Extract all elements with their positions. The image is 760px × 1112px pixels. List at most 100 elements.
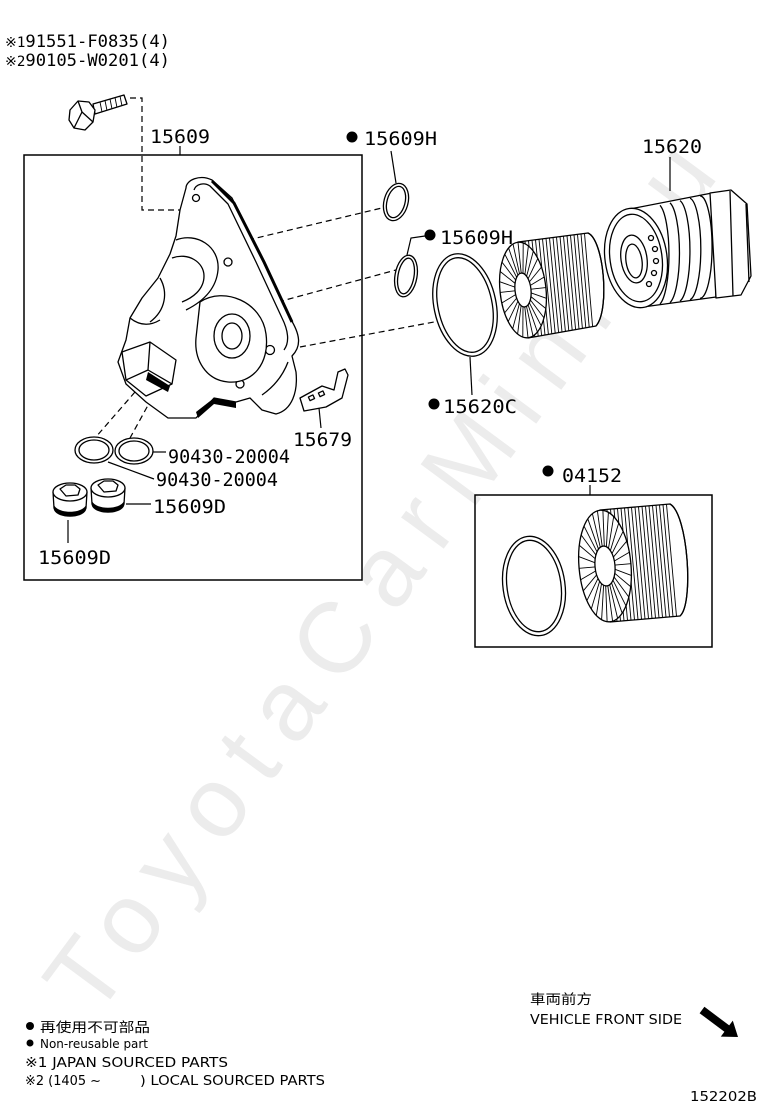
gasket-a-leader bbox=[107, 461, 155, 480]
pleat-edge-line bbox=[504, 297, 517, 314]
pleat-line bbox=[566, 235, 577, 330]
oring-lower-part-number: 15609H bbox=[440, 227, 513, 249]
gasket-a-part-number: 90430-20004 bbox=[156, 469, 278, 491]
oring-lower-drawing bbox=[393, 254, 419, 298]
assembly-line-gasket-b bbox=[129, 397, 153, 439]
filter-cap-part-number: 15620 bbox=[642, 136, 702, 158]
pleat-edge-line bbox=[595, 583, 602, 616]
pleat-edge-line bbox=[580, 534, 597, 556]
clip-leader bbox=[318, 407, 322, 429]
pleat-edge-line bbox=[501, 261, 517, 281]
pleat-edge-line bbox=[530, 296, 547, 309]
assembly-line-upper bbox=[247, 206, 387, 241]
pleat-edge-line bbox=[530, 276, 545, 286]
assembly-line-gasket-a bbox=[94, 391, 136, 439]
pleat-line bbox=[556, 237, 566, 332]
clip-drawing bbox=[299, 368, 349, 412]
pleat-line bbox=[655, 505, 667, 618]
pleat-edge-line bbox=[499, 271, 516, 284]
pleat-edge-line bbox=[582, 574, 597, 592]
pleat-line bbox=[645, 506, 656, 619]
pleat-edge-line bbox=[526, 306, 534, 337]
pleat-line bbox=[552, 237, 563, 333]
pleat-edge-line bbox=[580, 570, 596, 581]
pleat-line bbox=[641, 506, 653, 619]
pleat-edge-line bbox=[583, 525, 598, 553]
pleat-edge-line bbox=[529, 299, 545, 319]
pleat-edge-line bbox=[499, 281, 515, 288]
pleat-edge-line bbox=[605, 512, 609, 547]
pleat-edge-line bbox=[607, 585, 614, 622]
legend-bullet bbox=[26, 1039, 34, 1047]
clip-part-number: 15679 bbox=[293, 429, 352, 451]
bolt-assembly-path bbox=[130, 97, 188, 211]
pleat-edge-line bbox=[601, 585, 605, 620]
element-kit-frame bbox=[474, 494, 713, 648]
callout-part-number: 91551-F0835(4) bbox=[25, 32, 170, 52]
gasket-b-part-number: 90430-20004 bbox=[168, 446, 290, 468]
non-reusable-bullet bbox=[424, 229, 436, 241]
pleat-line bbox=[577, 234, 587, 328]
figure-code: 152202B bbox=[690, 1089, 757, 1105]
pleat-edge-line bbox=[579, 545, 596, 560]
legend-note-2-start: ※2 (1405 ~ bbox=[25, 1073, 101, 1089]
oil-filter-bracket-drawing bbox=[117, 176, 300, 419]
legend-non-reusable-en: Non-reusable part bbox=[40, 1037, 148, 1051]
pleat-edge-line bbox=[527, 258, 539, 279]
legend-non-reusable-jp: 再使用不可部品 bbox=[40, 1019, 150, 1036]
pleat-edge-line bbox=[517, 305, 522, 335]
pleat-edge-line bbox=[507, 301, 519, 322]
plug-b-part-number: 15609D bbox=[153, 496, 226, 518]
pleat-edge-line bbox=[512, 303, 520, 329]
non-reusable-bullet bbox=[428, 398, 440, 410]
oring-lower-leader bbox=[406, 235, 426, 256]
pleat-edge-line bbox=[614, 563, 631, 566]
pleat-line bbox=[559, 236, 570, 331]
pleat-edge-line bbox=[602, 510, 605, 547]
pleat-edge-line bbox=[614, 572, 631, 587]
pleat-edge-line bbox=[528, 302, 542, 327]
filter-cap-drawing bbox=[603, 189, 752, 309]
pleat-line bbox=[634, 506, 646, 620]
pleat-edge-line bbox=[605, 585, 608, 622]
pleat-line bbox=[573, 234, 583, 329]
filter-element-drawing bbox=[498, 232, 605, 339]
oring-upper-leader bbox=[390, 150, 397, 184]
plug-b-drawing bbox=[90, 478, 126, 513]
pleat-line bbox=[563, 236, 573, 331]
pleat-line bbox=[638, 506, 649, 619]
pleat-line bbox=[549, 237, 560, 333]
pleat-edge-line bbox=[612, 579, 627, 607]
housing-assembly-frame bbox=[23, 154, 363, 581]
pleat-edge-line bbox=[591, 513, 601, 548]
pleat-edge-line bbox=[587, 518, 599, 550]
pleat-line bbox=[666, 504, 677, 617]
pleat-edge-line bbox=[611, 531, 624, 554]
pleat-line bbox=[545, 238, 556, 334]
pleat-edge-line bbox=[530, 287, 546, 290]
pleat-line bbox=[542, 238, 553, 334]
oring-upper-drawing bbox=[382, 182, 410, 222]
pleat-edge-line bbox=[614, 551, 630, 562]
kit-filter-element-drawing bbox=[577, 503, 689, 623]
pleat-edge-line bbox=[508, 247, 519, 276]
pleat-line bbox=[659, 504, 670, 617]
element-end-pleats bbox=[578, 510, 632, 622]
pleat-edge-line bbox=[590, 581, 601, 610]
assembly-line-middle bbox=[277, 269, 397, 303]
callout-part-number: 90105-W0201(4) bbox=[25, 51, 170, 71]
orientation-label-en: VEHICLE FRONT SIDE bbox=[530, 1012, 682, 1028]
plug-a-drawing bbox=[52, 482, 88, 517]
element-kit-part-number: 04152 bbox=[562, 465, 622, 487]
legend-note-2-end: ) LOCAL SOURCED PARTS bbox=[140, 1073, 325, 1089]
pleat-edge-line bbox=[526, 251, 534, 277]
pleat-edge-line bbox=[586, 578, 599, 601]
pleat-line bbox=[584, 233, 594, 327]
pleat-line bbox=[662, 504, 674, 617]
pleat-edge-line bbox=[500, 290, 516, 293]
pleat-edge-line bbox=[512, 243, 520, 274]
pleat-edge-line bbox=[527, 304, 538, 333]
pleat-edge-line bbox=[613, 576, 630, 598]
pleat-edge-line bbox=[611, 582, 623, 614]
